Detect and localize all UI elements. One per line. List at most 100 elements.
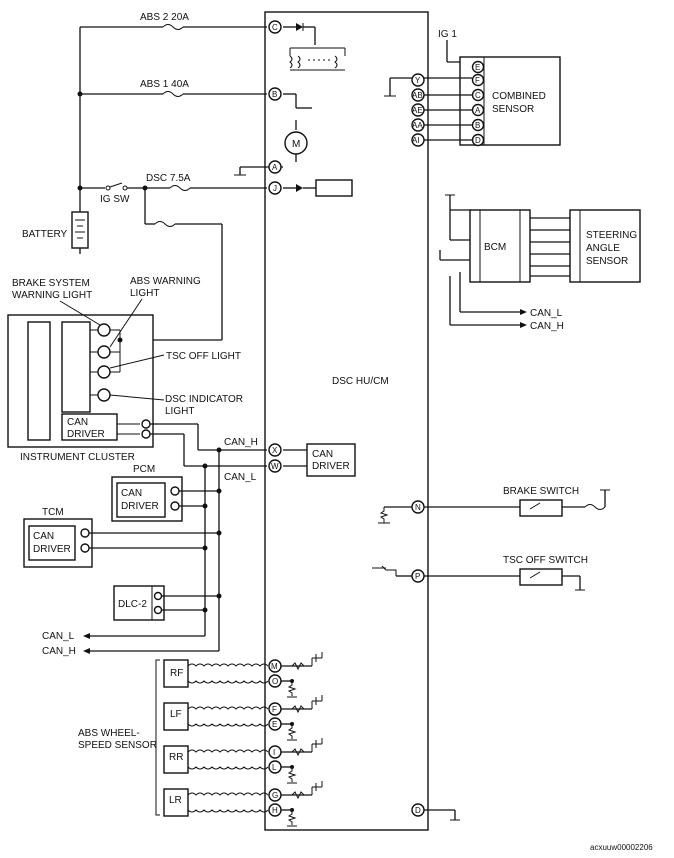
- fuse-dsc-label: DSC 7.5A: [146, 173, 191, 184]
- pin-h-label: H: [272, 806, 278, 815]
- dsc-indicator-label-1: DSC INDICATOR: [165, 394, 243, 405]
- dsc-indicator-label-2: LIGHT: [165, 406, 194, 417]
- power-supply-wiring: [71, 24, 267, 341]
- cluster-can-driver-2: DRIVER: [67, 429, 105, 440]
- combined-sensor-left-pins: Y AB AE AA AI: [411, 73, 425, 147]
- steering-sensor-label-3: SENSOR: [586, 256, 628, 267]
- pin-o-label: O: [272, 677, 278, 686]
- pin-w: [268, 459, 282, 473]
- combined-pin-d: [471, 133, 485, 147]
- hu-can-l-label: CAN_L: [224, 472, 257, 483]
- tsc-off-switch-label: TSC OFF SWITCH: [503, 555, 588, 566]
- combined-pin-a-label: A: [475, 106, 481, 115]
- wheel-sensor-title-1: ABS WHEEL-: [78, 728, 140, 739]
- hu-can-h-label: CAN_H: [224, 437, 258, 448]
- motor-label: M: [292, 139, 300, 150]
- pin-m-label: M: [271, 662, 278, 671]
- combined-pin-a: [471, 103, 485, 117]
- diagram-code: acxuuw00002206: [590, 843, 653, 852]
- combined-pin-e: [471, 60, 485, 74]
- pin-e-label: E: [272, 720, 277, 729]
- combined-pin-b: [471, 118, 485, 132]
- pin-w-label: W: [271, 462, 279, 471]
- wheel-sensor-lr: [163, 781, 323, 827]
- wheel-rr-label: RR: [169, 752, 183, 763]
- hu-pin-ab-label: AB: [412, 91, 423, 100]
- pin-x-label: X: [272, 446, 278, 455]
- pcm-label: PCM: [133, 464, 155, 475]
- steering-sensor-label-1: STEERING: [586, 230, 637, 241]
- combined-pin-f: [471, 73, 485, 87]
- bcm-can-l-label: CAN_L: [530, 308, 563, 319]
- pin-d-label: D: [415, 806, 421, 815]
- wheel-sensors-wiring: [155, 652, 323, 827]
- ig1-label: IG 1: [438, 29, 457, 40]
- hu-can-driver-1: CAN: [312, 449, 333, 460]
- wheel-lf-label: LF: [170, 709, 182, 720]
- battery-label: BATTERY: [22, 229, 68, 240]
- pin-i-label: I: [273, 748, 275, 757]
- abs-light-label-2: LIGHT: [130, 288, 159, 299]
- wheel-pin-labels: M O F E I L G H: [271, 662, 278, 815]
- fuse-abs1-label: ABS 1 40A: [140, 79, 189, 90]
- wheel-sensor-rr: [163, 738, 323, 784]
- cluster-can-driver-1: CAN: [67, 417, 88, 428]
- pin-j-label: J: [273, 184, 277, 193]
- pin-g-label: G: [272, 791, 278, 800]
- bcm-can-h-label: CAN_H: [530, 321, 564, 332]
- steering-sensor-label-2: ANGLE: [586, 243, 620, 254]
- combined-pin-d-label: D: [475, 136, 481, 145]
- hu-pin-ai-label: AI: [412, 136, 420, 145]
- pin-a: [268, 160, 282, 174]
- pin-x: [268, 443, 282, 457]
- hu-right-pins: [411, 500, 460, 821]
- pin-c-label: C: [272, 23, 278, 32]
- tcm-can-driver-1: CAN: [33, 531, 54, 542]
- combined-sensor-label-2: SENSOR: [492, 104, 534, 115]
- dlc2-label: DLC-2: [118, 599, 147, 610]
- hu-left-pins: [268, 20, 282, 473]
- combined-pin-c-label: C: [475, 91, 481, 100]
- abs-light-label-1: ABS WARNING: [130, 276, 201, 287]
- combined-pin-b-label: B: [475, 121, 480, 130]
- cluster-can-h-out-label: CAN_H: [42, 646, 76, 657]
- hu-internal-components: [234, 23, 353, 197]
- wheel-rf-label: RF: [170, 668, 183, 679]
- instrument-cluster-block: [7, 314, 154, 448]
- hu-pin-ai: [411, 133, 425, 147]
- wheel-sensor-lf: [163, 695, 323, 741]
- tcm-can-driver-2: DRIVER: [33, 544, 71, 555]
- hu-pin-y-label: Y: [415, 76, 421, 85]
- cluster-can-l-out-label: CAN_L: [42, 631, 75, 642]
- pin-l-label: L: [272, 763, 277, 772]
- pcm-can-driver-2: DRIVER: [121, 501, 159, 512]
- hu-pin-ae: [411, 103, 425, 117]
- bcm-block: [439, 194, 641, 328]
- pin-j: [268, 181, 282, 195]
- wheel-sensor-title-2: SPEED SENSOR: [78, 740, 157, 751]
- pin-b-label: B: [272, 90, 277, 99]
- pin-f-label: F: [272, 705, 277, 714]
- wheel-lr-label: LR: [169, 795, 182, 806]
- pin-b: [268, 87, 282, 101]
- combined-pin-c: [471, 88, 485, 102]
- pin-a-label: A: [272, 163, 278, 172]
- switches-wiring: [372, 489, 610, 591]
- hu-pin-ae-label: AE: [412, 106, 423, 115]
- hu-can-driver-2: DRIVER: [312, 461, 350, 472]
- tsc-off-light-label: TSC OFF LIGHT: [166, 351, 241, 362]
- hu-pin-aa-label: AA: [412, 121, 423, 130]
- tcm-label: TCM: [42, 507, 64, 518]
- ig-sw-label: IG SW: [100, 194, 130, 205]
- dsc-hu-cm-label: DSC HU/CM: [332, 376, 389, 387]
- wheel-sensor-rf: [163, 652, 323, 698]
- combined-pin-f-label: F: [475, 76, 480, 85]
- brake-light-label-1: BRAKE SYSTEM: [12, 278, 90, 289]
- hu-pin-ab: [411, 88, 425, 102]
- brake-switch-label: BRAKE SWITCH: [503, 486, 579, 497]
- can-bus-wiring: [23, 423, 356, 654]
- pin-n-label: N: [415, 503, 421, 512]
- hu-pin-y: [411, 73, 425, 87]
- pin-c: [268, 20, 282, 34]
